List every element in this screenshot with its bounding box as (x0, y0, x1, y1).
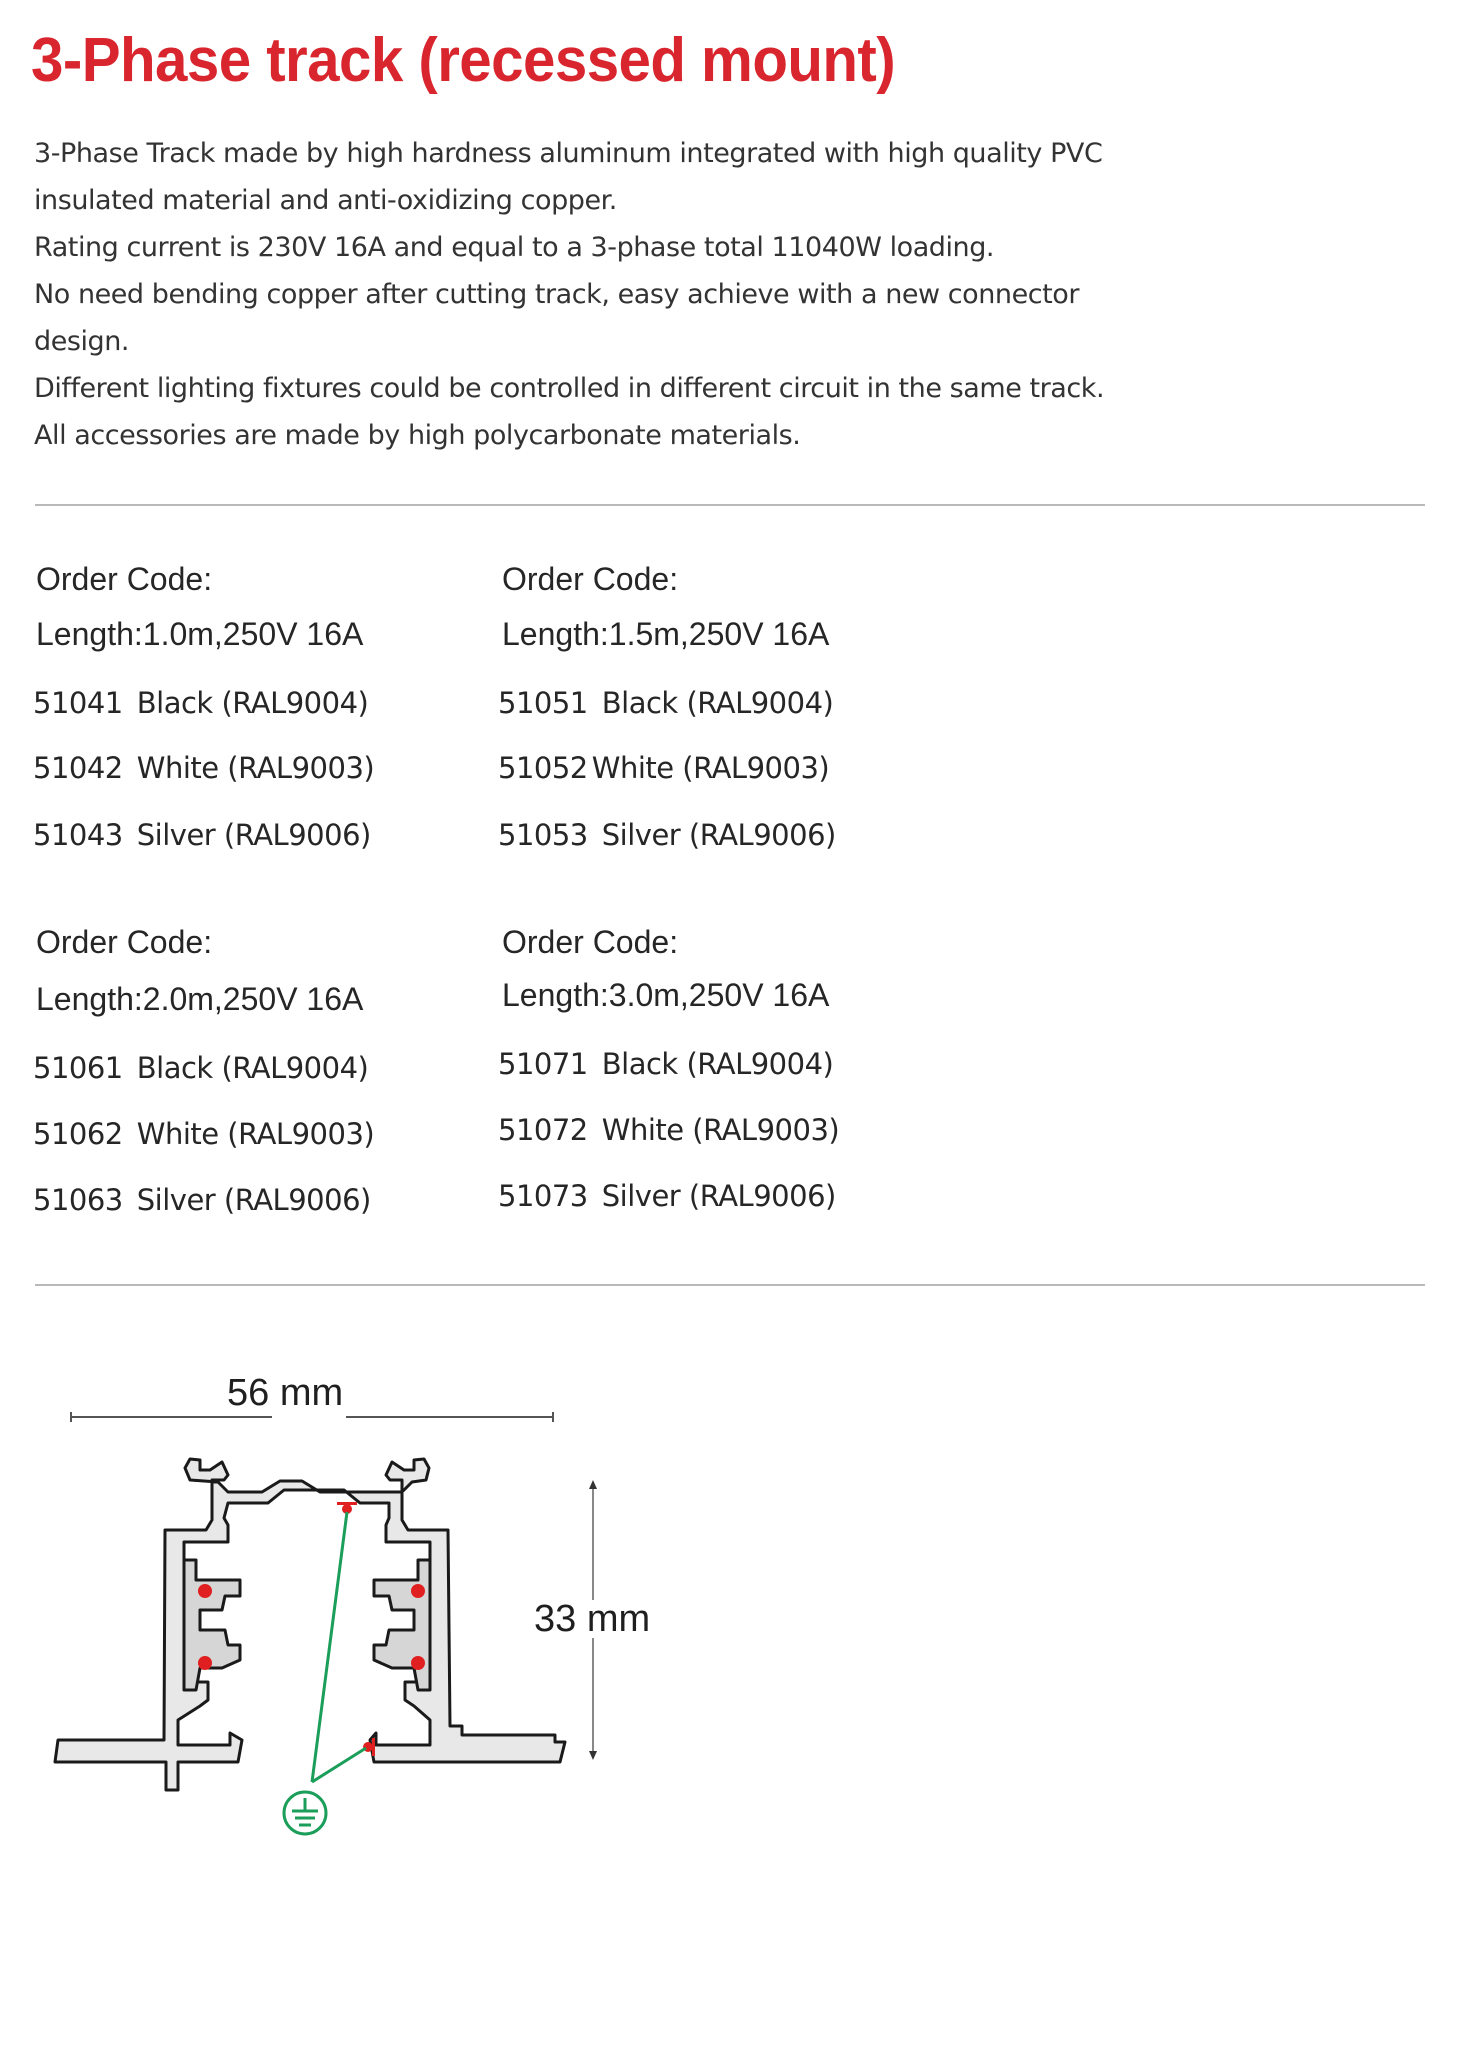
order-item: 51071 Black (RAL9004) (498, 1046, 834, 1082)
order-item-color: Black (RAL9004) (601, 1047, 834, 1081)
order-code-heading: Order Code: (502, 561, 679, 597)
order-item: 51063 Silver (RAL9006) (33, 1182, 371, 1218)
description-line: insulated material and anti-oxidizing co… (34, 185, 617, 216)
description-line: Different lighting fixtures could be con… (34, 373, 1105, 404)
order-item-code: 51052 (498, 751, 588, 785)
order-length-spec: Length:1.0m,250V 16A (36, 616, 364, 652)
order-item-color: White (RAL9003) (591, 751, 830, 785)
order-item-code: 51072 (498, 1113, 588, 1147)
order-item-color: Black (RAL9004) (601, 686, 834, 720)
description-line: No need bending copper after cutting tra… (34, 279, 1079, 310)
height-dimension-label: 33 mm (532, 1598, 653, 1640)
order-item: 51041 Black (RAL9004) (33, 685, 369, 721)
order-item-code: 51041 (33, 686, 123, 720)
contact-dot-icon (342, 1504, 352, 1514)
order-item: 51042 White (RAL9003) (33, 750, 375, 786)
order-item: 51051 Black (RAL9004) (498, 685, 834, 721)
track-profile (53, 1457, 567, 1792)
order-item: 51053 Silver (RAL9006) (498, 817, 836, 853)
contact-dot-icon (411, 1656, 425, 1670)
order-item: 51043 Silver (RAL9006) (33, 817, 371, 853)
order-item-color: Silver (RAL9006) (136, 1183, 372, 1217)
order-item-color: White (RAL9003) (601, 1113, 840, 1147)
arrow-up-icon (589, 1480, 597, 1489)
order-item-color: Black (RAL9004) (136, 686, 369, 720)
order-item-color: Black (RAL9004) (136, 1051, 369, 1085)
description-line: design. (34, 326, 130, 357)
order-item-color: White (RAL9003) (136, 1117, 375, 1151)
order-item-code: 51053 (498, 818, 588, 852)
contact-dot-icon (198, 1584, 212, 1598)
order-item: 51073 Silver (RAL9006) (498, 1178, 836, 1214)
contact-dot-icon (198, 1656, 212, 1670)
description-line: All accessories are made by high polycar… (34, 420, 801, 451)
order-item-code: 51062 (33, 1117, 123, 1151)
order-code-heading: Order Code: (36, 561, 213, 597)
contact-dot-icon (411, 1584, 425, 1598)
order-item-color: White (RAL9003) (136, 751, 375, 785)
order-item-code: 51042 (33, 751, 123, 785)
order-item-color: Silver (RAL9006) (601, 818, 837, 852)
ground-symbol-icon (282, 1790, 328, 1836)
width-dimension-line (70, 1412, 554, 1422)
ground-wires (310, 1511, 367, 1784)
order-item-color: Silver (RAL9006) (136, 818, 372, 852)
order-code-heading: Order Code: (36, 924, 213, 960)
width-dimension-label: 56 mm (227, 1372, 344, 1414)
description-line: 3-Phase Track made by high hardness alum… (34, 138, 1103, 169)
order-item-code: 51061 (33, 1051, 123, 1085)
conductor-contacts (198, 1502, 425, 1756)
track-profile-diagram (53, 1412, 597, 1836)
arrow-down-icon (589, 1751, 597, 1760)
order-item: 51062 White (RAL9003) (33, 1116, 375, 1152)
order-length-spec: Length:2.0m,250V 16A (36, 981, 364, 1017)
order-item: 51072 White (RAL9003) (498, 1112, 840, 1148)
order-item-code: 51063 (33, 1183, 123, 1217)
description-line: Rating current is 230V 16A and equal to … (34, 232, 995, 263)
page-title: 3-Phase track (recessed mount) (31, 26, 896, 95)
order-length-spec: Length:1.5m,250V 16A (502, 616, 830, 652)
section-divider (35, 1284, 1425, 1286)
order-code-heading: Order Code: (502, 924, 679, 960)
order-item: 51061 Black (RAL9004) (33, 1050, 369, 1086)
order-item-code: 51071 (498, 1047, 588, 1081)
order-item-code: 51073 (498, 1179, 588, 1213)
order-item-code: 51051 (498, 686, 588, 720)
order-item-code: 51043 (33, 818, 123, 852)
order-length-spec: Length:3.0m,250V 16A (502, 977, 830, 1013)
section-divider (35, 504, 1425, 506)
order-item-color: Silver (RAL9006) (601, 1179, 837, 1213)
